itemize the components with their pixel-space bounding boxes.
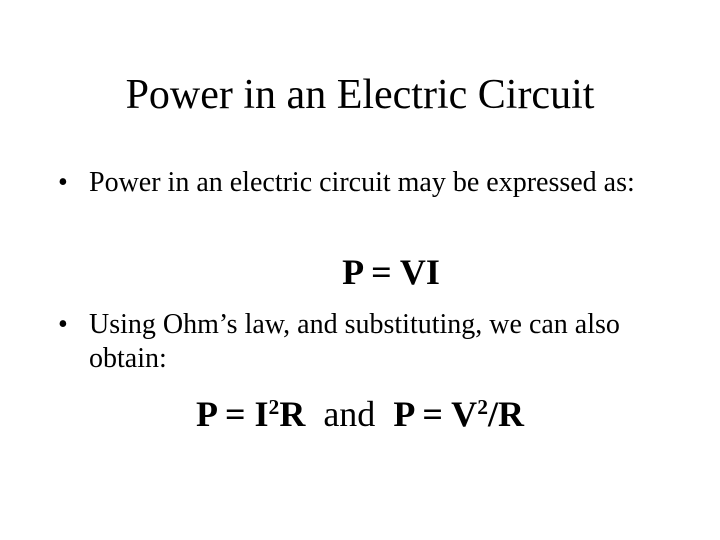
bullet-text: Power in an electric circuit may be expr…: [89, 167, 635, 198]
bullet-item-1: • Power in an electric circuit may be ex…: [58, 166, 668, 200]
bullet-item-2: • Using Ohm’s law, and substituting, we …: [58, 308, 668, 376]
equation-connector: and: [323, 394, 376, 434]
equation-v2r-base: P = V: [393, 394, 478, 434]
equation-i2r-exponent: 2: [268, 395, 280, 420]
equation-v2r: P = V2/R: [393, 394, 524, 434]
bullet-marker: •: [58, 309, 68, 340]
equation-i2r-base: P = I: [196, 394, 269, 434]
bullet-marker: •: [58, 167, 68, 198]
equation-power-vi: P = VI: [0, 250, 720, 294]
equation-text: P = VI: [342, 252, 440, 292]
bullet-text: Using Ohm’s law, and substituting, we ca…: [89, 309, 620, 374]
equation-i2r: P = I2R: [196, 394, 305, 434]
equation-i2r-end: R: [279, 394, 306, 434]
slide-title: Power in an Electric Circuit: [125, 72, 595, 118]
equation-v2r-end: /R: [487, 394, 524, 434]
equation-power-alternatives: P = I2R and P = V2/R: [0, 392, 720, 436]
equation-v2r-exponent: 2: [477, 395, 488, 420]
